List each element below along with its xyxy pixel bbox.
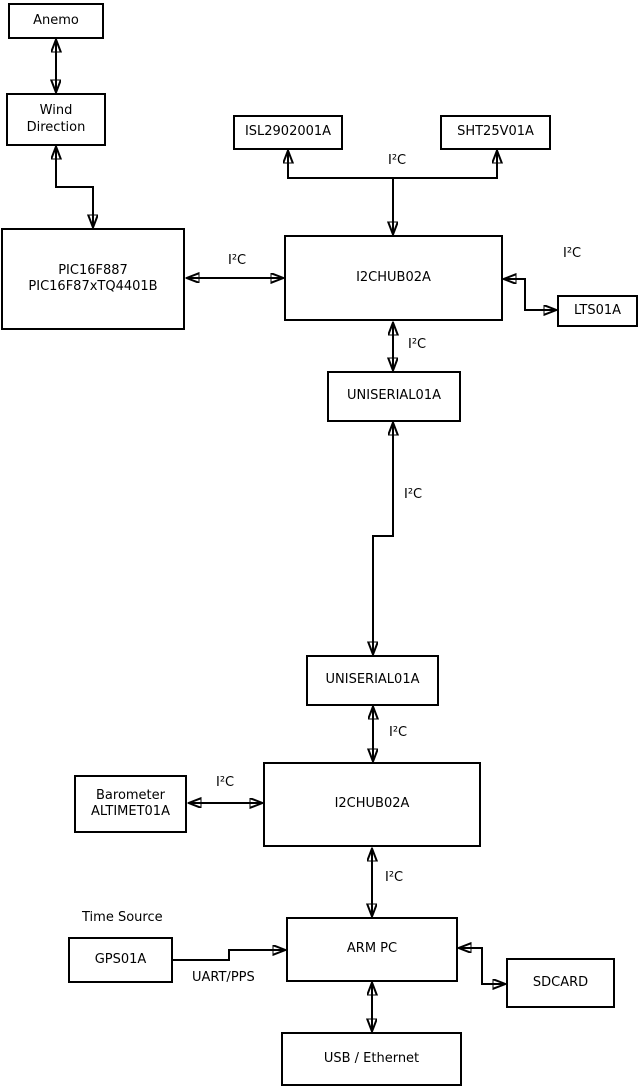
box-barometer-line1: Barometer xyxy=(96,787,165,803)
box-sht: SHT25V01A xyxy=(440,115,551,150)
box-i2chub-1: I2CHUB02A xyxy=(284,235,503,321)
box-gps-label: GPS01A xyxy=(94,951,147,967)
box-lts: LTS01A xyxy=(557,295,638,327)
box-wind-direction: Wind Direction xyxy=(6,93,106,146)
label-time-source: Time Source xyxy=(82,910,163,925)
box-gps: GPS01A xyxy=(68,937,173,983)
box-arm-pc-label: ARM PC xyxy=(346,941,398,957)
box-wind-direction-line2: Direction xyxy=(26,119,86,135)
box-anemo: Anemo xyxy=(8,3,104,39)
connector-armpc-sdcard xyxy=(459,948,505,984)
label-i2c-uniserial2-hub2: I²C xyxy=(389,725,408,740)
box-pic-line1: PIC16F887 xyxy=(58,262,128,278)
box-pic-line2: PIC16F87xTQ4401B xyxy=(28,279,158,294)
box-uniserial-1: UNISERIAL01A xyxy=(327,371,461,422)
label-i2c-hub1-uniserial1: I²C xyxy=(408,337,427,352)
box-isl-label: ISL2902001A xyxy=(244,124,332,140)
label-i2c-hub1-lts: I²C xyxy=(563,246,582,261)
connector-wind-pic xyxy=(56,147,93,227)
label-i2c-uniserial-link: I²C xyxy=(404,487,423,502)
box-sdcard: SDCARD xyxy=(506,958,615,1008)
box-pic: PIC16F887 PIC16F87xTQ4401B xyxy=(1,228,185,330)
box-sht-label: SHT25V01A xyxy=(457,124,534,140)
connector-uniserial1-uniserial2 xyxy=(373,423,393,654)
label-uart-pps: UART/PPS xyxy=(192,970,255,985)
connector-i2chub1-lts xyxy=(504,279,556,310)
box-usb-ethernet-label: USB / Ethernet xyxy=(323,1050,420,1066)
box-uniserial-2: UNISERIAL01A xyxy=(306,655,439,706)
box-i2chub-1-label: I2CHUB02A xyxy=(356,269,431,285)
box-wind-direction-line1: Wind xyxy=(39,103,73,119)
box-anemo-label: Anemo xyxy=(33,12,79,28)
box-uniserial-1-label: UNISERIAL01A xyxy=(347,388,441,404)
box-isl: ISL2902001A xyxy=(233,115,343,150)
box-lts-label: LTS01A xyxy=(573,302,622,318)
box-sdcard-label: SDCARD xyxy=(532,974,589,990)
connector-gps-armpc xyxy=(173,950,285,961)
label-i2c-hub2-armpc: I²C xyxy=(385,870,404,885)
box-uniserial-2-label: UNISERIAL01A xyxy=(325,672,420,688)
box-i2chub-2-label: I2CHUB02A xyxy=(334,796,410,812)
label-i2c-barometer-hub2: I²C xyxy=(216,775,235,790)
label-i2c-isl-sht: I²C xyxy=(388,153,407,168)
box-i2chub-2: I2CHUB02A xyxy=(263,762,481,847)
box-barometer-line2: ALTIMET01A xyxy=(91,804,170,819)
box-arm-pc: ARM PC xyxy=(286,917,458,982)
box-usb-ethernet: USB / Ethernet xyxy=(281,1032,462,1086)
label-i2c-pic-hub1: I²C xyxy=(228,253,247,268)
box-barometer: Barometer ALTIMET01A xyxy=(74,775,187,833)
